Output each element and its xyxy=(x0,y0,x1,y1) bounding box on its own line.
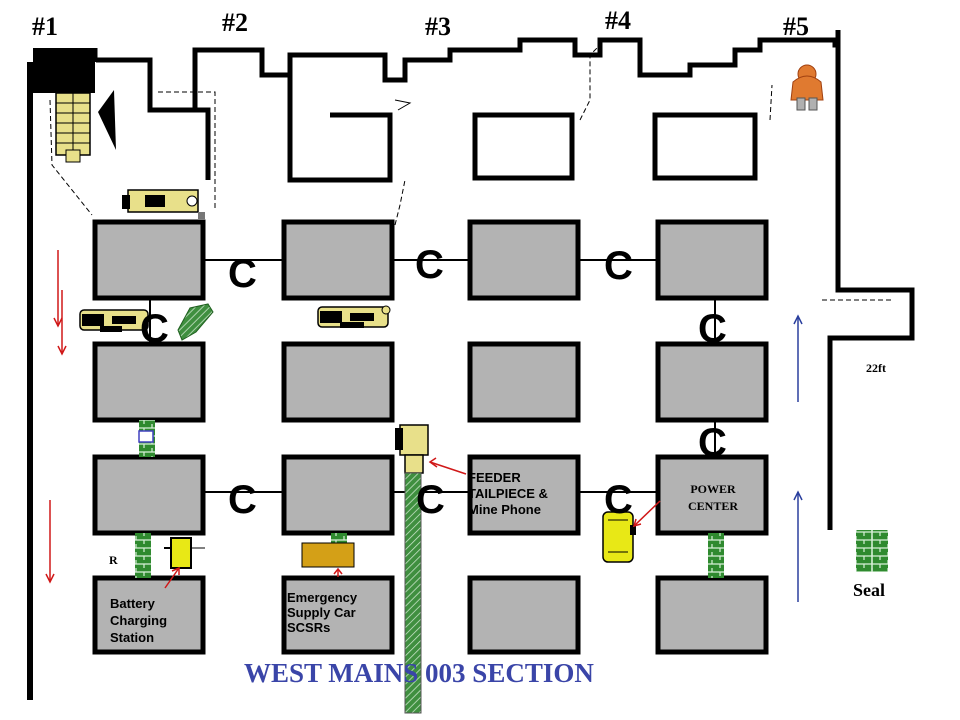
dashed-arrowhead xyxy=(394,99,412,111)
entry-label-1: #1 xyxy=(32,12,58,41)
pillar-r4-c1 xyxy=(92,575,206,655)
distance-label: 22ft xyxy=(866,361,886,375)
crosscut-label: C xyxy=(140,307,169,351)
battery-charging-label: Battery Charging Station xyxy=(110,595,167,646)
power-center-label-line: CENTER xyxy=(687,499,738,513)
small-marker-icon xyxy=(138,430,154,443)
pillar-r3-c3 xyxy=(467,454,581,536)
face-block-4 xyxy=(472,112,575,181)
entry-label-4: #4 xyxy=(605,6,631,35)
face-block-5 xyxy=(652,112,758,181)
entry-label-2: #2 xyxy=(222,8,248,37)
power-center-label-line: POWER xyxy=(690,482,736,496)
stopping-4 xyxy=(708,533,724,578)
pillar-r4-c4 xyxy=(655,575,769,655)
right-rib-wall xyxy=(827,40,915,530)
pillar-r1-c2 xyxy=(281,219,395,301)
crosscut-label: C xyxy=(698,421,727,465)
shuttle-car-icon-1 xyxy=(79,309,149,332)
continuous-miner-icon xyxy=(33,48,116,163)
crosscut-label: C xyxy=(604,478,633,522)
pillar-r4-c3 xyxy=(467,575,581,655)
shuttle-car-icon-2 xyxy=(317,305,391,328)
feeder-icon xyxy=(395,424,429,474)
entry-label-5: #5 xyxy=(783,12,809,41)
emergency-label-line: SCSRs xyxy=(287,620,331,635)
section-title: WEST MAINS 003 SECTION xyxy=(244,658,594,688)
emergency-supply-car-icon xyxy=(301,542,355,568)
stopping-2 xyxy=(135,533,151,578)
face-outline xyxy=(92,30,841,113)
roof-bolter-icon xyxy=(122,189,205,219)
pillar-r2-c1 xyxy=(92,341,206,423)
feeder-label: FEEDER TAILPIECE & Mine Phone xyxy=(468,470,548,518)
return-arrows xyxy=(793,314,803,602)
connector-lines xyxy=(149,259,716,493)
conveyor-belt xyxy=(404,472,422,714)
emergency-label-line: Supply Car xyxy=(287,605,356,620)
crosscut-label: C xyxy=(698,307,727,351)
crosscut-label: C xyxy=(228,478,257,522)
crosscut-label: C xyxy=(416,478,445,522)
entry-label-3: #3 xyxy=(425,12,451,41)
pillar-r1-c3 xyxy=(467,219,581,301)
power-center-icon xyxy=(602,511,636,563)
crosscut-label: C xyxy=(604,244,633,288)
pillar-r3-c1 xyxy=(92,454,206,536)
power-center-label: POWER CENTER xyxy=(678,481,748,515)
pillar-r2-c2 xyxy=(281,341,395,423)
feeder-label-line: FEEDER xyxy=(468,470,521,485)
pillar-r4-c2 xyxy=(281,575,395,655)
pillar-r1-c4 xyxy=(655,219,769,301)
pillar-r2-c3 xyxy=(467,341,581,423)
battery-label-line: Charging xyxy=(110,613,168,628)
seal-label: Seal xyxy=(853,580,886,600)
battery-label-line: Station xyxy=(110,630,155,645)
pillar-r2-c4 xyxy=(655,341,769,423)
pillar-r3-c2 xyxy=(281,454,395,536)
feeder-label-line: TAILPIECE & xyxy=(468,486,548,501)
emergency-label-line: Emergency xyxy=(287,590,358,605)
feeder-label-line: Mine Phone xyxy=(468,502,541,517)
crosscut-label: C xyxy=(415,243,444,287)
hatched-area-icon xyxy=(177,303,214,341)
face-block-2 xyxy=(148,107,211,180)
emergency-supply-label: Emergency Supply Car SCSRs xyxy=(287,590,357,635)
red-pointers xyxy=(164,457,661,589)
face-block-3 xyxy=(287,70,393,183)
battery-label-line: Battery xyxy=(110,596,155,611)
stopping-3 xyxy=(331,533,347,543)
pillar-r1-c1 xyxy=(92,219,206,301)
battery-charger-icon xyxy=(164,537,205,569)
r-marker-label: R xyxy=(109,553,118,567)
miner-person-icon xyxy=(790,64,824,111)
line-curtains xyxy=(49,44,893,301)
intake-arrows xyxy=(45,250,67,584)
pillar-blocks xyxy=(92,219,769,655)
crosscut-label: C xyxy=(228,252,257,296)
